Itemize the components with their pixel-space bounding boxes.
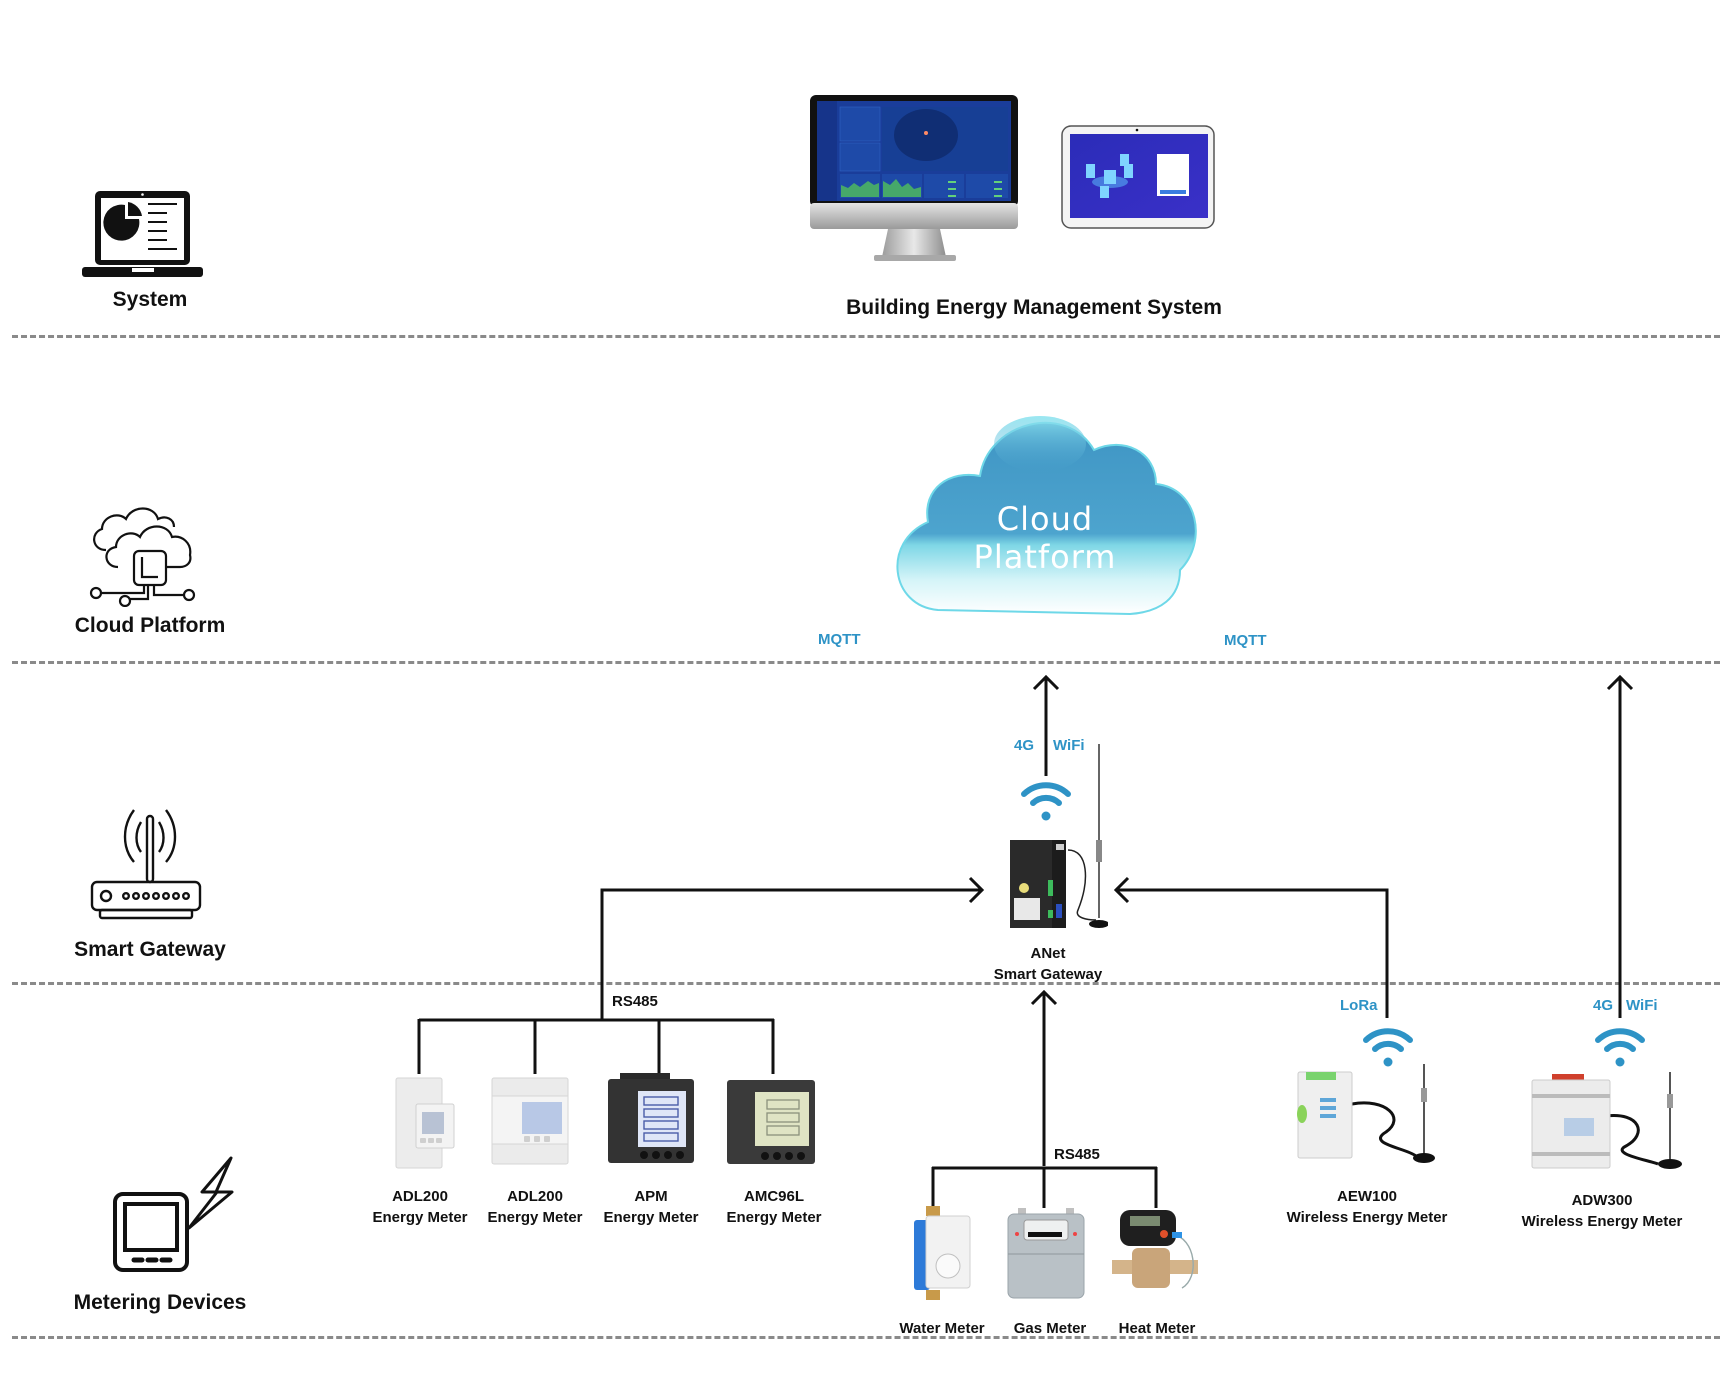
gas-meter-label: Gas Meter [1013,1320,1087,1337]
tablet-image [1060,124,1218,232]
aew100-model: AEW100 [1336,1188,1398,1205]
rs485-lower-label: RS485 [1054,1146,1100,1163]
cloud-platform-title: Cloud Platform [973,500,1117,576]
layer-label-cloud: Cloud Platform [74,614,226,637]
gas-meter-image [1006,1208,1086,1300]
amc96l-meter-image [725,1078,817,1166]
cloud-network-icon [88,505,208,608]
lora-to-gateway-line [1116,888,1389,1018]
desktop-monitor-image [808,93,1020,265]
adw300-type: Wireless Energy Meter [1521,1213,1683,1230]
layer-divider-metering [12,1336,1720,1339]
gateway-wifi-label: WiFi [1053,737,1085,754]
wifi-icon [1594,1026,1646,1068]
gateway-uplink-arrowhead [1032,674,1060,691]
laptop-chart-icon [80,188,205,280]
adw300-model: ADW300 [1571,1192,1633,1209]
mqtt-label-right: MQTT [1224,632,1267,649]
layer-label-gateway: Smart Gateway [74,938,226,961]
adl200-meter-image-1 [392,1076,456,1170]
rs485-upper-to-gateway-line [600,888,982,1020]
adw300-meter-image [1530,1068,1688,1172]
anet-gateway-device-image [1008,740,1109,932]
gateway-name: ANet [1030,945,1066,962]
apm-meter-image [606,1073,696,1165]
rs485-lower-arrowhead [1030,989,1058,1006]
mqtt-label-left: MQTT [818,631,861,648]
meter-model-4: AMC96L [743,1188,805,1205]
lora-arrowhead [1113,876,1130,904]
meter-type-3: Energy Meter [603,1209,699,1226]
water-meter-label: Water Meter [899,1320,985,1337]
wifi-icon [1362,1026,1414,1068]
meter-type-4: Energy Meter [726,1209,822,1226]
meter-lightning-icon [112,1156,238,1274]
water-meter-image [912,1206,974,1302]
rs485-upper-arrowhead [968,876,985,904]
adw300-uplink-arrowhead [1606,674,1634,691]
router-icon [86,808,206,926]
gateway-4g-label: 4G [1014,737,1035,754]
meter-type-2: Energy Meter [487,1209,583,1226]
adl200-meter-image-2 [490,1076,570,1166]
layer-label-metering: Metering Devices [73,1291,247,1314]
adw300-4g-label: 4G [1593,997,1614,1014]
cloud-platform-graphic [880,392,1206,642]
lora-label: LoRa [1340,997,1378,1014]
meter-type-1: Energy Meter [372,1209,468,1226]
layer-label-system: System [112,288,188,311]
rs485-upper-label: RS485 [612,993,658,1010]
heat-meter-label: Heat Meter [1118,1320,1196,1337]
layer-divider-gateway [12,982,1720,985]
meter-model-1: ADL200 [392,1188,448,1205]
aew100-type: Wireless Energy Meter [1286,1209,1448,1226]
layer-divider-system [12,335,1720,338]
heat-meter-image [1110,1208,1202,1300]
aew100-meter-image [1296,1058,1438,1168]
adw300-wifi-label: WiFi [1626,997,1658,1014]
bems-title: Building Energy Management System [846,296,1222,319]
wifi-icon [1020,780,1072,822]
meter-model-3: APM [634,1188,668,1205]
gateway-subtitle: Smart Gateway [993,966,1103,983]
layer-divider-cloud [12,661,1720,664]
meter-model-2: ADL200 [507,1188,563,1205]
